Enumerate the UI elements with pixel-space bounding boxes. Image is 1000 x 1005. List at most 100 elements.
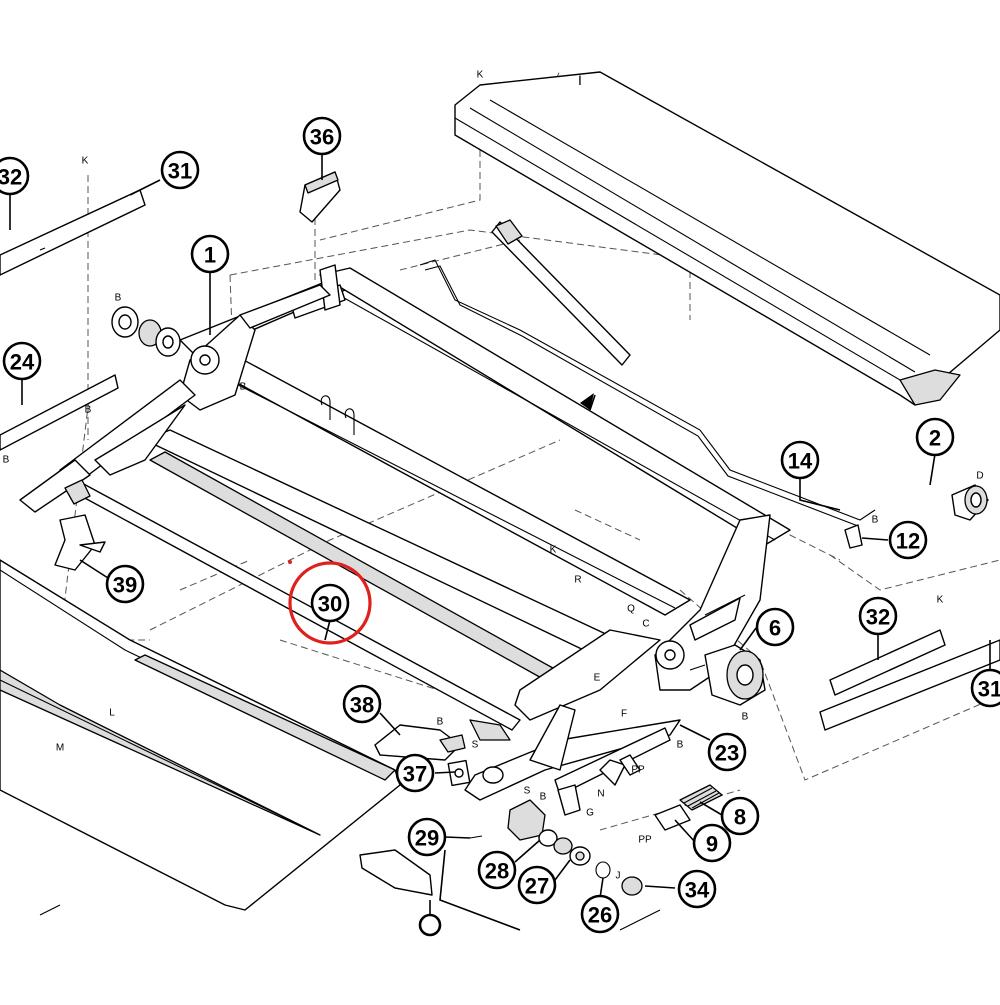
callout-number: 23 [715,741,739,766]
letter-label: PP [638,835,652,846]
bar-24-left [0,374,119,451]
callout-14: 14 [780,440,820,480]
callout-number: 6 [769,616,781,641]
letter-label: I [578,72,582,88]
letter-label: M [56,743,64,754]
letter-label: K [550,545,557,556]
letter-label: D [976,471,983,482]
letter-label: Q [627,604,635,615]
letter-label: C [642,619,649,630]
letter-labels: K I K B B B B S B S B G N L M K R Q C E … [3,70,984,882]
red-dot [288,560,292,564]
part-2-coupler [951,484,989,521]
lower-floor-panel [0,559,401,911]
letter-label: J [616,871,621,882]
callout-32-right: 32 [858,596,898,636]
bracket-lower-left [359,849,433,896]
callout-39: 39 [105,564,145,604]
callout-number: 14 [788,449,813,474]
letter-label: R [574,575,581,586]
letter-label: K [477,70,484,81]
top-cover-panel [454,71,1000,406]
callout-number: 27 [525,874,549,899]
part-8-spring [679,784,723,811]
callout-number: 1 [204,243,216,268]
letter-label: S [472,740,479,751]
callout-number: 28 [485,859,509,884]
letter-label: B [677,740,684,751]
part-37-plate [447,759,504,787]
callout-number: 8 [734,805,746,830]
letter-label: B [437,717,444,728]
letter-label: B [240,382,247,393]
callout-37: 37 [395,753,435,793]
letter-label: K [937,595,944,606]
letter-label: B [872,515,879,526]
callout-38: 38 [342,684,382,724]
callout-2: 2 [915,417,955,457]
bent-rod [419,259,876,527]
letter-label: B [115,293,122,304]
part-9-latch [654,804,691,831]
callout-number: 32 [866,605,890,630]
callout-32-left: 32 [0,156,30,196]
callout-number: 2 [929,426,941,451]
letter-label: G [586,808,594,819]
callout-number: 34 [685,878,710,903]
callout-number: 32 [0,165,22,190]
callout-number: 31 [978,677,1000,702]
callout-number: 29 [415,826,439,851]
long-shaft [64,479,521,741]
callout-number: 24 [10,350,35,375]
callout-31-right: 31 [970,668,1000,708]
callout-29: 29 [407,817,447,857]
callout-27: 27 [517,865,557,905]
main-frame [19,264,791,721]
callout-8: 8 [720,796,760,836]
letter-label: B [540,792,547,803]
callout-number: 30 [318,592,342,617]
callout-24: 24 [2,341,42,381]
part-39-clip [54,514,106,571]
callout-number: 38 [350,693,374,718]
bar-31-left [0,189,146,276]
callout-number: 36 [310,125,334,150]
letter-label: B [85,405,92,416]
callout-31-left: 31 [160,150,200,190]
callout-23: 23 [707,732,747,772]
part-38-bracket [374,724,466,761]
letter-label: F [621,709,627,720]
lower-bracket-assembly [464,704,681,816]
callout-28: 28 [477,850,517,890]
part-36-block [299,171,341,223]
letter-label: L [109,708,115,719]
letter-label: S [524,786,531,797]
callout-number: 39 [113,573,137,598]
bracket-lower-mid [39,904,661,931]
letter-label: K [82,156,89,167]
callout-partial-bottom [418,913,442,937]
callout-12: 12 [888,520,928,560]
bar-31-right [819,639,1000,731]
callout-6: 6 [755,607,795,647]
callout-number: 31 [168,159,192,184]
callout-34: 34 [677,869,717,909]
bearing-left [111,306,181,357]
callout-number: 9 [706,832,718,857]
letter-label: E [594,673,601,684]
callout-1: 1 [190,234,230,274]
callout-number: 26 [588,903,612,928]
letter-label: B [3,455,10,466]
callout-number: 12 [896,529,920,554]
top-roller [491,219,631,366]
part-12-clip [844,524,863,549]
callout-26: 26 [580,894,620,934]
letter-label: N [597,789,604,800]
callout-number: 37 [403,762,427,787]
letter-label: PP [631,765,645,776]
highlight-circle [288,561,372,645]
callout-9: 9 [692,823,732,863]
callout-36: 36 [302,116,342,156]
